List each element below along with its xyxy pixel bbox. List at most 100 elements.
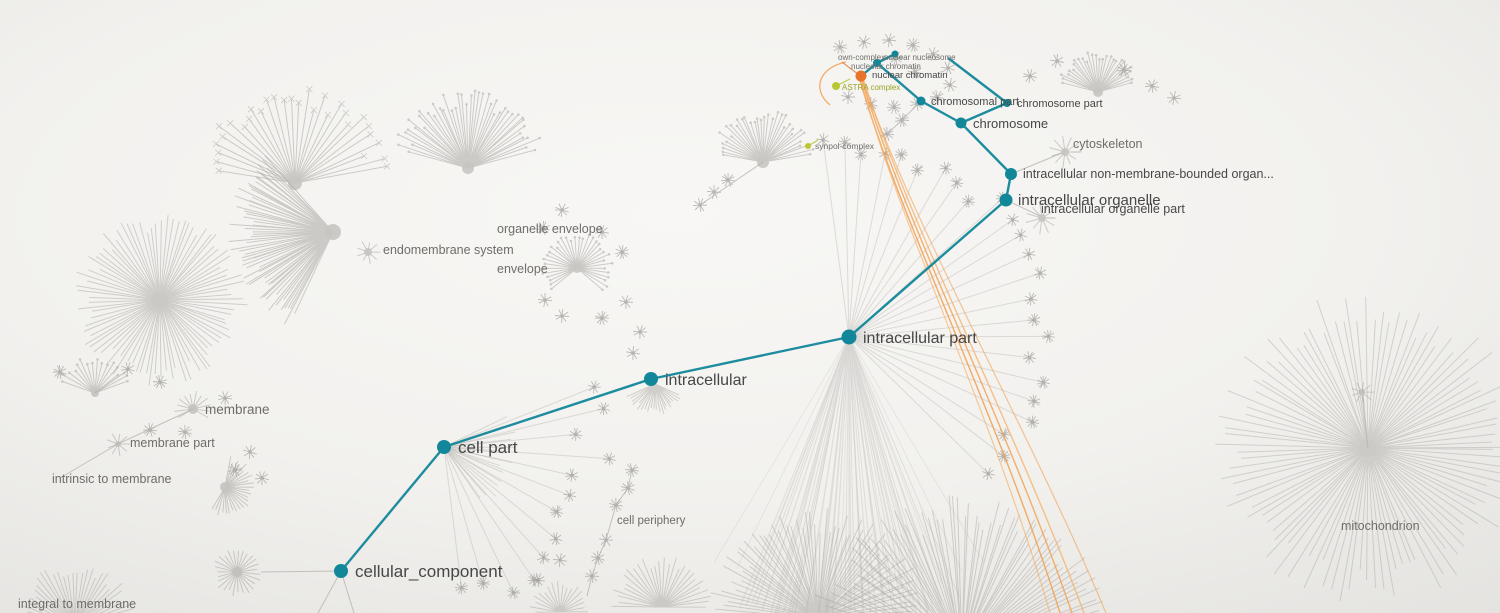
graph-edge — [699, 161, 764, 206]
collapsed-subtree-fans-layer — [21, 51, 1500, 613]
mini-cluster-burst — [1024, 292, 1038, 306]
node-chromosomal-part[interactable] — [916, 96, 926, 106]
highlighted-path-edge — [920, 99, 962, 125]
node-intracellular-organelle[interactable] — [999, 193, 1013, 207]
collapsed-node-hub[interactable] — [1093, 87, 1103, 97]
node-cellular-component[interactable] — [334, 564, 348, 578]
collapsed-node-hub[interactable] — [151, 291, 169, 309]
graph-edge — [586, 575, 593, 597]
mini-cluster-burst — [940, 61, 955, 75]
collapsed-subtree-fan — [174, 391, 211, 419]
children-edge-fan — [739, 336, 960, 613]
mini-cluster-burst — [1027, 394, 1041, 408]
mini-clusters-layer — [53, 33, 1182, 600]
graph-edge — [1361, 394, 1369, 449]
mini-cluster-burst — [615, 245, 629, 259]
term-label-membrane[interactable]: membrane — [205, 402, 270, 417]
highlighted-path-edge — [650, 335, 850, 381]
collapsed-node-hub[interactable] — [232, 567, 242, 577]
term-label-nucleolar-chromatin[interactable]: nucleolar chromatin — [851, 62, 921, 71]
graph-edge — [597, 539, 607, 559]
node-label-intracellular-part[interactable]: intracellular part — [863, 330, 977, 347]
mini-cluster-burst — [961, 194, 975, 208]
node-label-cell-part[interactable]: cell part — [458, 438, 518, 457]
mini-cluster-burst — [881, 33, 897, 48]
node-label-cellular-component[interactable]: cellular_component — [355, 562, 503, 581]
collapsed-node-hub[interactable] — [325, 224, 341, 240]
graph-edge — [615, 487, 629, 506]
collapsed-subtree-fan — [529, 580, 589, 613]
term-label-cell-periphery[interactable]: cell periphery — [617, 515, 686, 527]
term-label-own-complex[interactable]: own-complex — [838, 53, 885, 62]
node-chromosome[interactable] — [955, 117, 967, 129]
term-label-intracellular-organelle-part[interactable]: intracellular organelle part — [1041, 202, 1185, 216]
collapsed-node-hub[interactable] — [288, 176, 302, 190]
highlighted-path-edge — [876, 62, 922, 102]
graph-edge — [627, 469, 633, 489]
term-label-envelope[interactable]: envelope — [497, 262, 548, 276]
highlighted-path-edge — [340, 446, 445, 572]
term-label-integral-to-membrane[interactable]: integral to membrane — [18, 597, 136, 611]
node-astra-complex-node[interactable] — [832, 82, 840, 90]
node-label-intracellular-non-membrane-bounded-organelle[interactable]: intracellular non-membrane-bounded organ… — [1023, 167, 1274, 181]
mini-cluster-burst — [602, 452, 616, 466]
mini-cluster-burst — [152, 375, 167, 389]
mini-cluster-burst — [1014, 228, 1028, 242]
collapsed-node-hub[interactable] — [1061, 148, 1069, 156]
node-label-nuclear-chromatin[interactable]: nuclear chromatin — [872, 70, 948, 81]
term-label-organelle-envelope[interactable]: organelle envelope — [497, 222, 603, 236]
collapsed-node-hub[interactable] — [572, 263, 582, 273]
node-label-chromosomal-part[interactable]: chromosomal part — [931, 96, 1019, 108]
children-edge-fan — [443, 386, 610, 594]
term-label-mitochondrion[interactable]: mitochondrion — [1341, 519, 1420, 533]
node-label-chromosome[interactable]: chromosome — [973, 116, 1048, 131]
collapsed-node-hub[interactable] — [462, 162, 474, 174]
mini-cluster-burst — [177, 424, 192, 440]
node-intracellular-part[interactable] — [841, 329, 857, 345]
node-intracellular-non-membrane-bounded-organelle[interactable] — [1005, 168, 1017, 180]
highlighted-path-edge — [848, 199, 1007, 338]
node-cell-part[interactable] — [437, 440, 451, 454]
nodes-layer — [334, 50, 1017, 578]
node-label-chromosome-part[interactable]: chromosome part — [1017, 98, 1103, 110]
mini-cluster-burst — [1027, 313, 1041, 327]
mini-cluster-burst — [832, 40, 847, 54]
children-edge-fan — [822, 139, 1049, 475]
term-label-membrane-part[interactable]: membrane part — [130, 436, 215, 450]
mini-cluster-burst — [1041, 329, 1055, 343]
mini-cluster-burst — [228, 462, 243, 477]
node-nuclear-chromatin[interactable] — [855, 70, 867, 82]
term-label-nuclear-nucleosome[interactable]: nuclear nucleosome — [884, 53, 956, 62]
collapsed-subtree-fan — [21, 568, 134, 613]
node-synpol-complex-node[interactable] — [805, 143, 811, 149]
mini-cluster-burst — [1144, 79, 1159, 93]
node-label-intracellular-organelle[interactable]: intracellular organelle — [1018, 192, 1161, 209]
term-label-endomembrane-system[interactable]: endomembrane system — [383, 243, 514, 257]
mini-cluster-burst — [565, 468, 579, 482]
collapsed-subtree-fan — [76, 215, 248, 386]
collapsed-node-hub[interactable] — [364, 248, 372, 256]
term-label-synpol-complex[interactable]: synpol-complex — [815, 141, 875, 151]
collapsed-node-hub[interactable] — [1359, 389, 1365, 395]
mini-cluster-burst — [597, 402, 610, 416]
term-label-cytoskeleton[interactable]: cytoskeleton — [1073, 137, 1143, 151]
graph-edge — [591, 557, 599, 577]
node-label-intracellular[interactable]: intracellular — [665, 372, 747, 389]
node-nucleosome-cluster-node-2[interactable] — [891, 50, 899, 58]
mini-cluster-burst — [1022, 247, 1036, 261]
mini-cluster-burst — [587, 380, 601, 394]
mini-cluster-burst — [894, 148, 908, 162]
mini-cluster-burst — [537, 551, 550, 565]
term-label-intrinsic-to-membrane[interactable]: intrinsic to membrane — [52, 472, 172, 486]
collapsed-node-hub[interactable] — [220, 482, 230, 492]
mini-cluster-burst — [841, 90, 855, 104]
node-nucleosome-cluster-node-1[interactable] — [873, 59, 881, 67]
node-intracellular[interactable] — [644, 372, 658, 386]
mini-cluster-burst — [1049, 53, 1064, 68]
graph-edge — [260, 570, 342, 573]
orange-association-path — [861, 79, 1073, 613]
term-label-astra-complex[interactable]: ASTRA complex — [842, 83, 900, 92]
node-chromosome-part[interactable] — [1003, 99, 1011, 107]
